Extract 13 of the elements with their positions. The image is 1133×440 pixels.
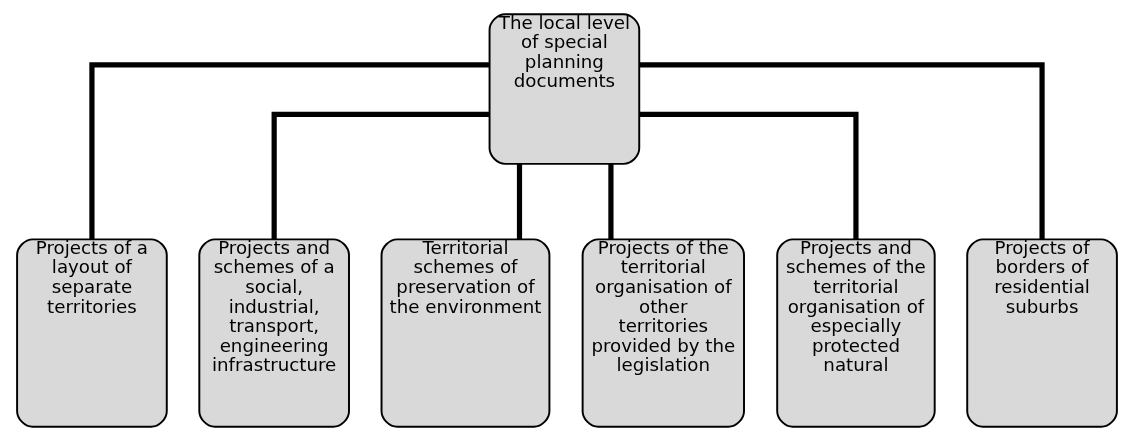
node-box: Projects of borders of residential suburbs xyxy=(965,237,1118,428)
connector xyxy=(271,111,489,239)
node-box: Projects of a layout of separate territories xyxy=(15,237,168,428)
node-box: Territorial schemes of preservation of the environment xyxy=(380,237,550,428)
connector xyxy=(88,61,490,239)
connector xyxy=(516,163,522,239)
node-box: Projects of the territorial organisation of other territories provided by the legislation xyxy=(581,237,745,428)
node-box: Projects and schemes of a social, industrial, transport, engineering infrastructure xyxy=(197,237,350,428)
connector xyxy=(639,111,859,239)
connector xyxy=(607,163,614,239)
node-box: Projects and schemes of the territorial organisation of especially protected natural xyxy=(775,237,936,428)
connector xyxy=(639,61,1045,239)
node-box: The local level of special planning documents xyxy=(488,12,640,165)
